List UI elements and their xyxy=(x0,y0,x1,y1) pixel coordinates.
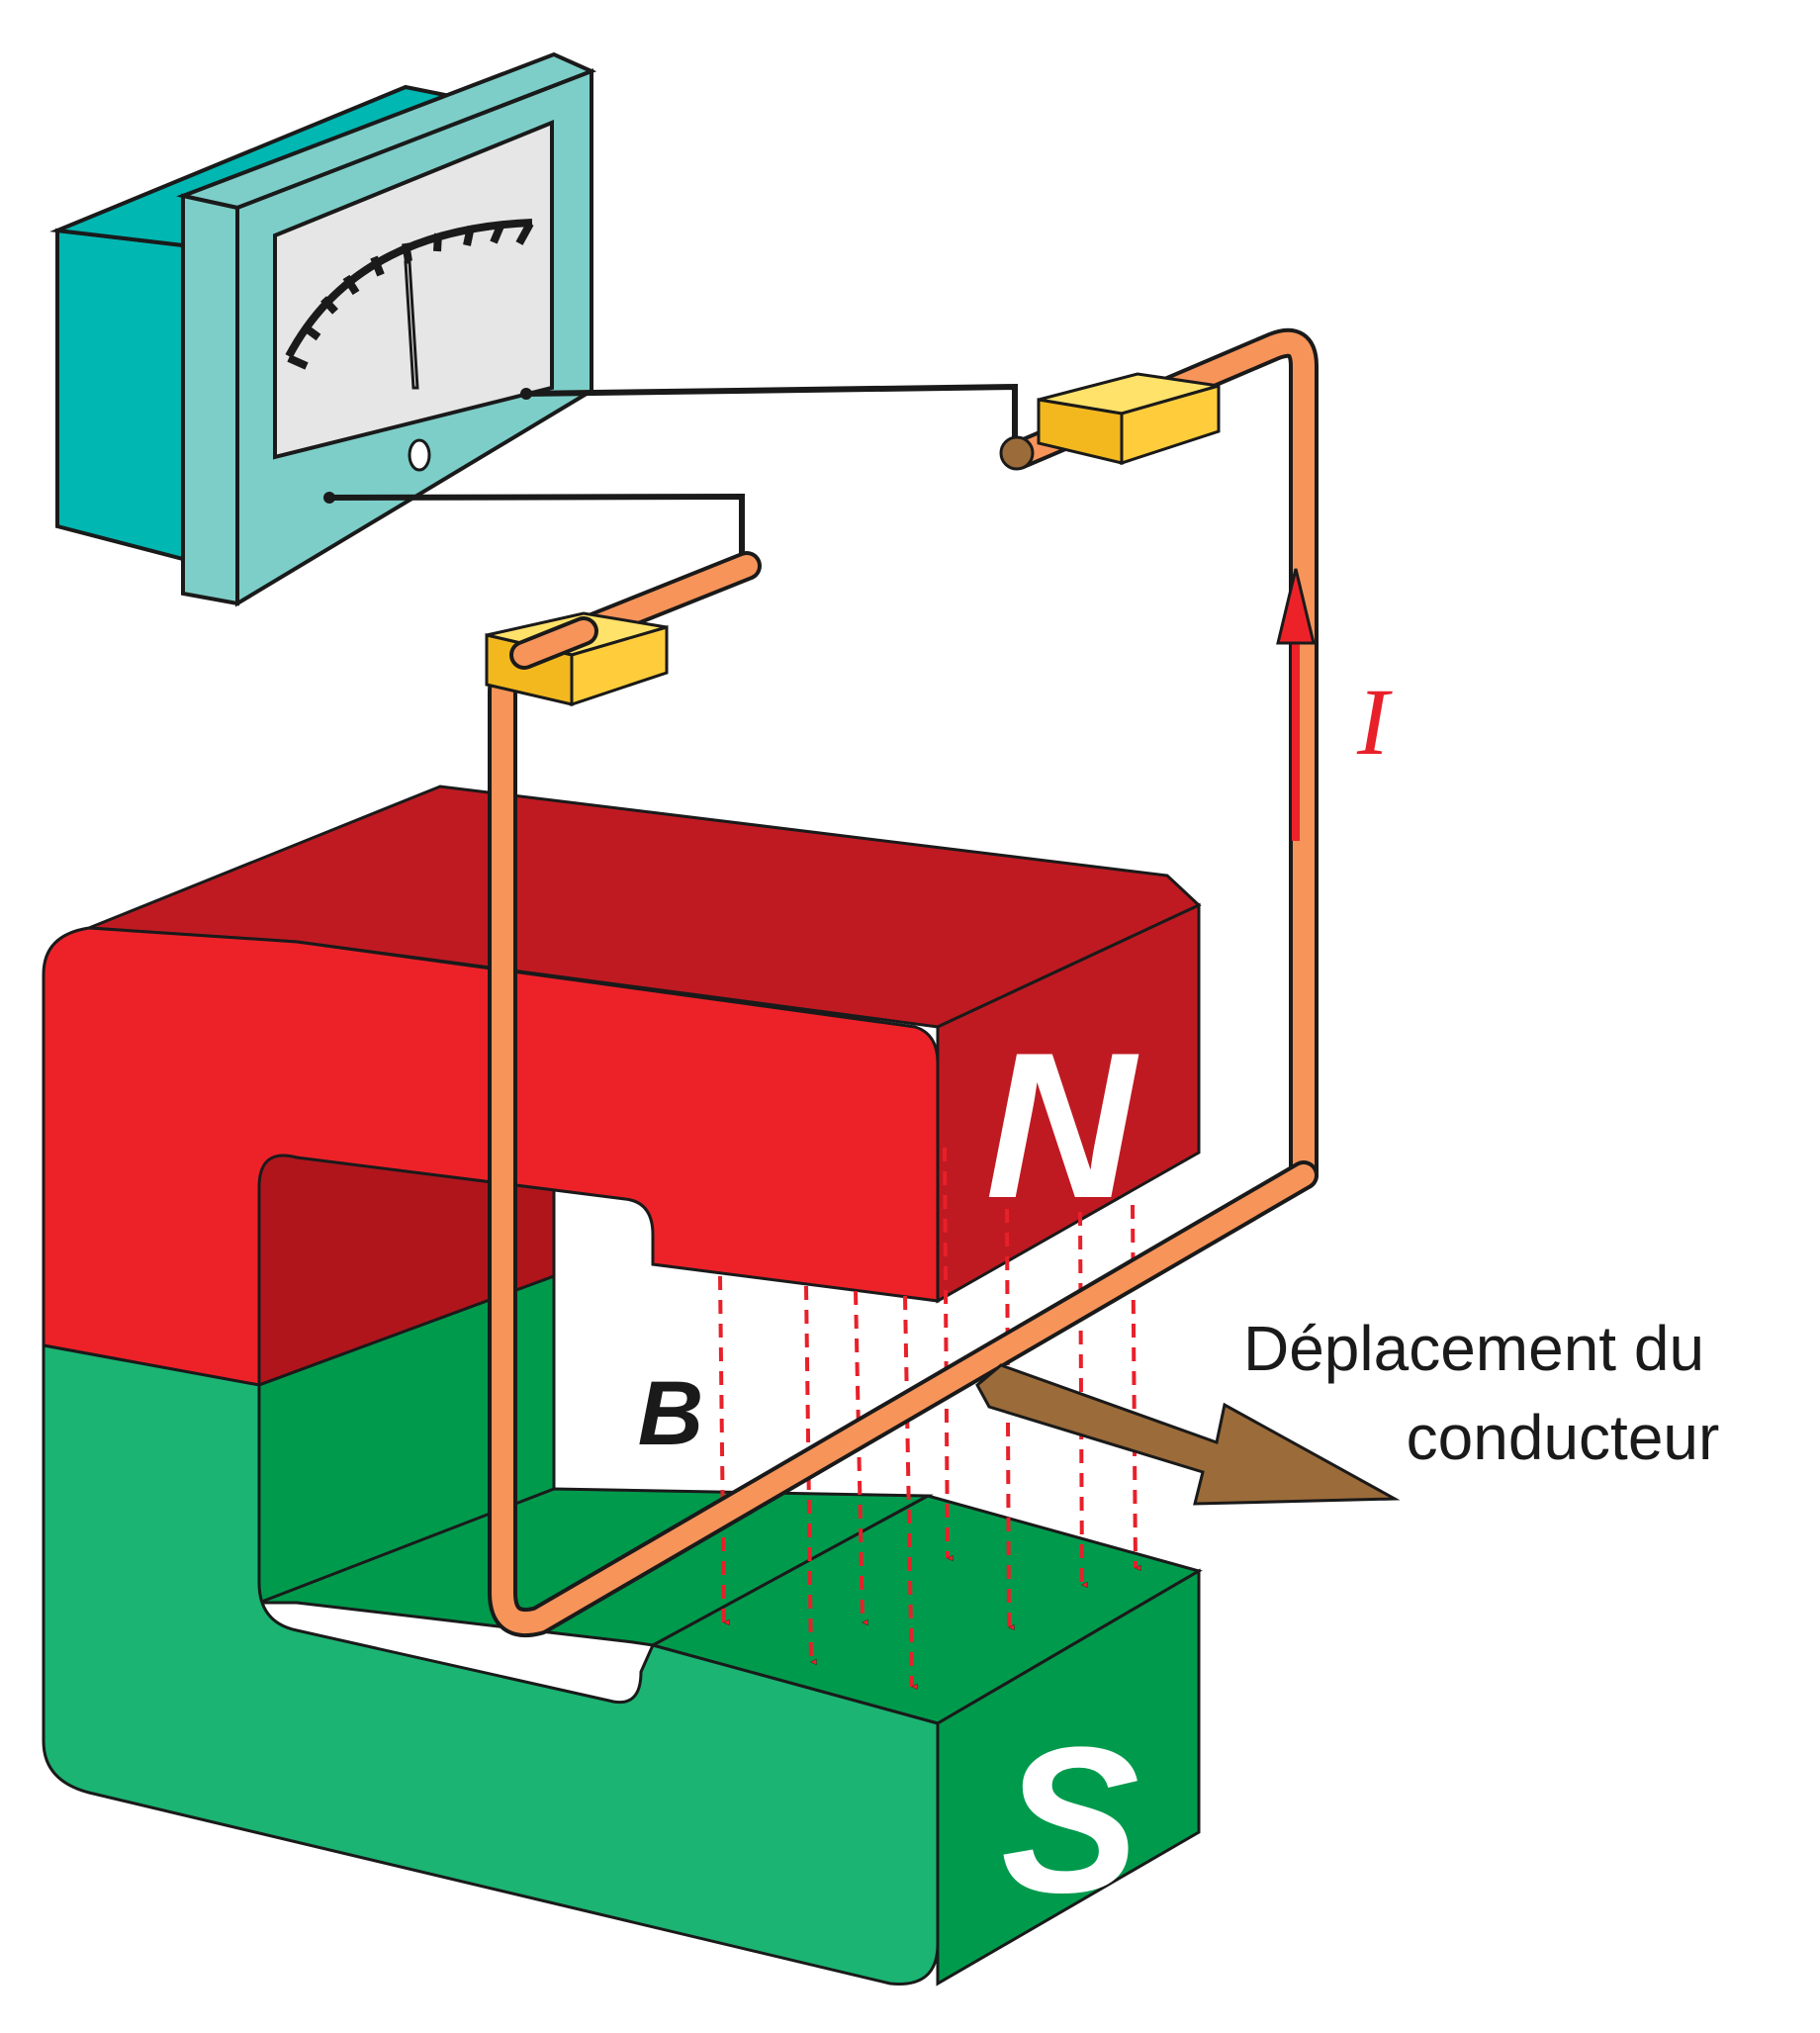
meter-frame-left xyxy=(181,193,239,606)
motion-label-line1: Déplacement du xyxy=(1243,1313,1704,1384)
current-arrow xyxy=(1276,568,1316,841)
magnet-south-front xyxy=(42,1343,940,1986)
meter-side xyxy=(55,228,185,562)
lead-wire-upper xyxy=(525,383,1018,445)
rail-right-back xyxy=(999,327,1319,1190)
lead-wire-lower xyxy=(328,493,745,560)
galvanometer-icon xyxy=(49,51,597,607)
lead-wires xyxy=(328,383,1018,560)
field-label-B: B xyxy=(638,1363,703,1464)
north-pole-label: N xyxy=(985,1009,1139,1242)
current-label-I: I xyxy=(1356,669,1393,775)
rail-end-upper xyxy=(999,435,1035,471)
meter-needle xyxy=(404,260,419,390)
meter-adjust-screw xyxy=(408,438,431,472)
motion-label-line2: conducteur xyxy=(1407,1402,1720,1473)
south-pole-label: S xyxy=(1001,1704,1139,1936)
motion-arrow xyxy=(975,1363,1401,1506)
meter-dial xyxy=(273,120,554,460)
contact-block-upper xyxy=(1037,372,1221,466)
meter-ticks xyxy=(287,222,534,370)
contact-block-lower xyxy=(485,611,669,707)
